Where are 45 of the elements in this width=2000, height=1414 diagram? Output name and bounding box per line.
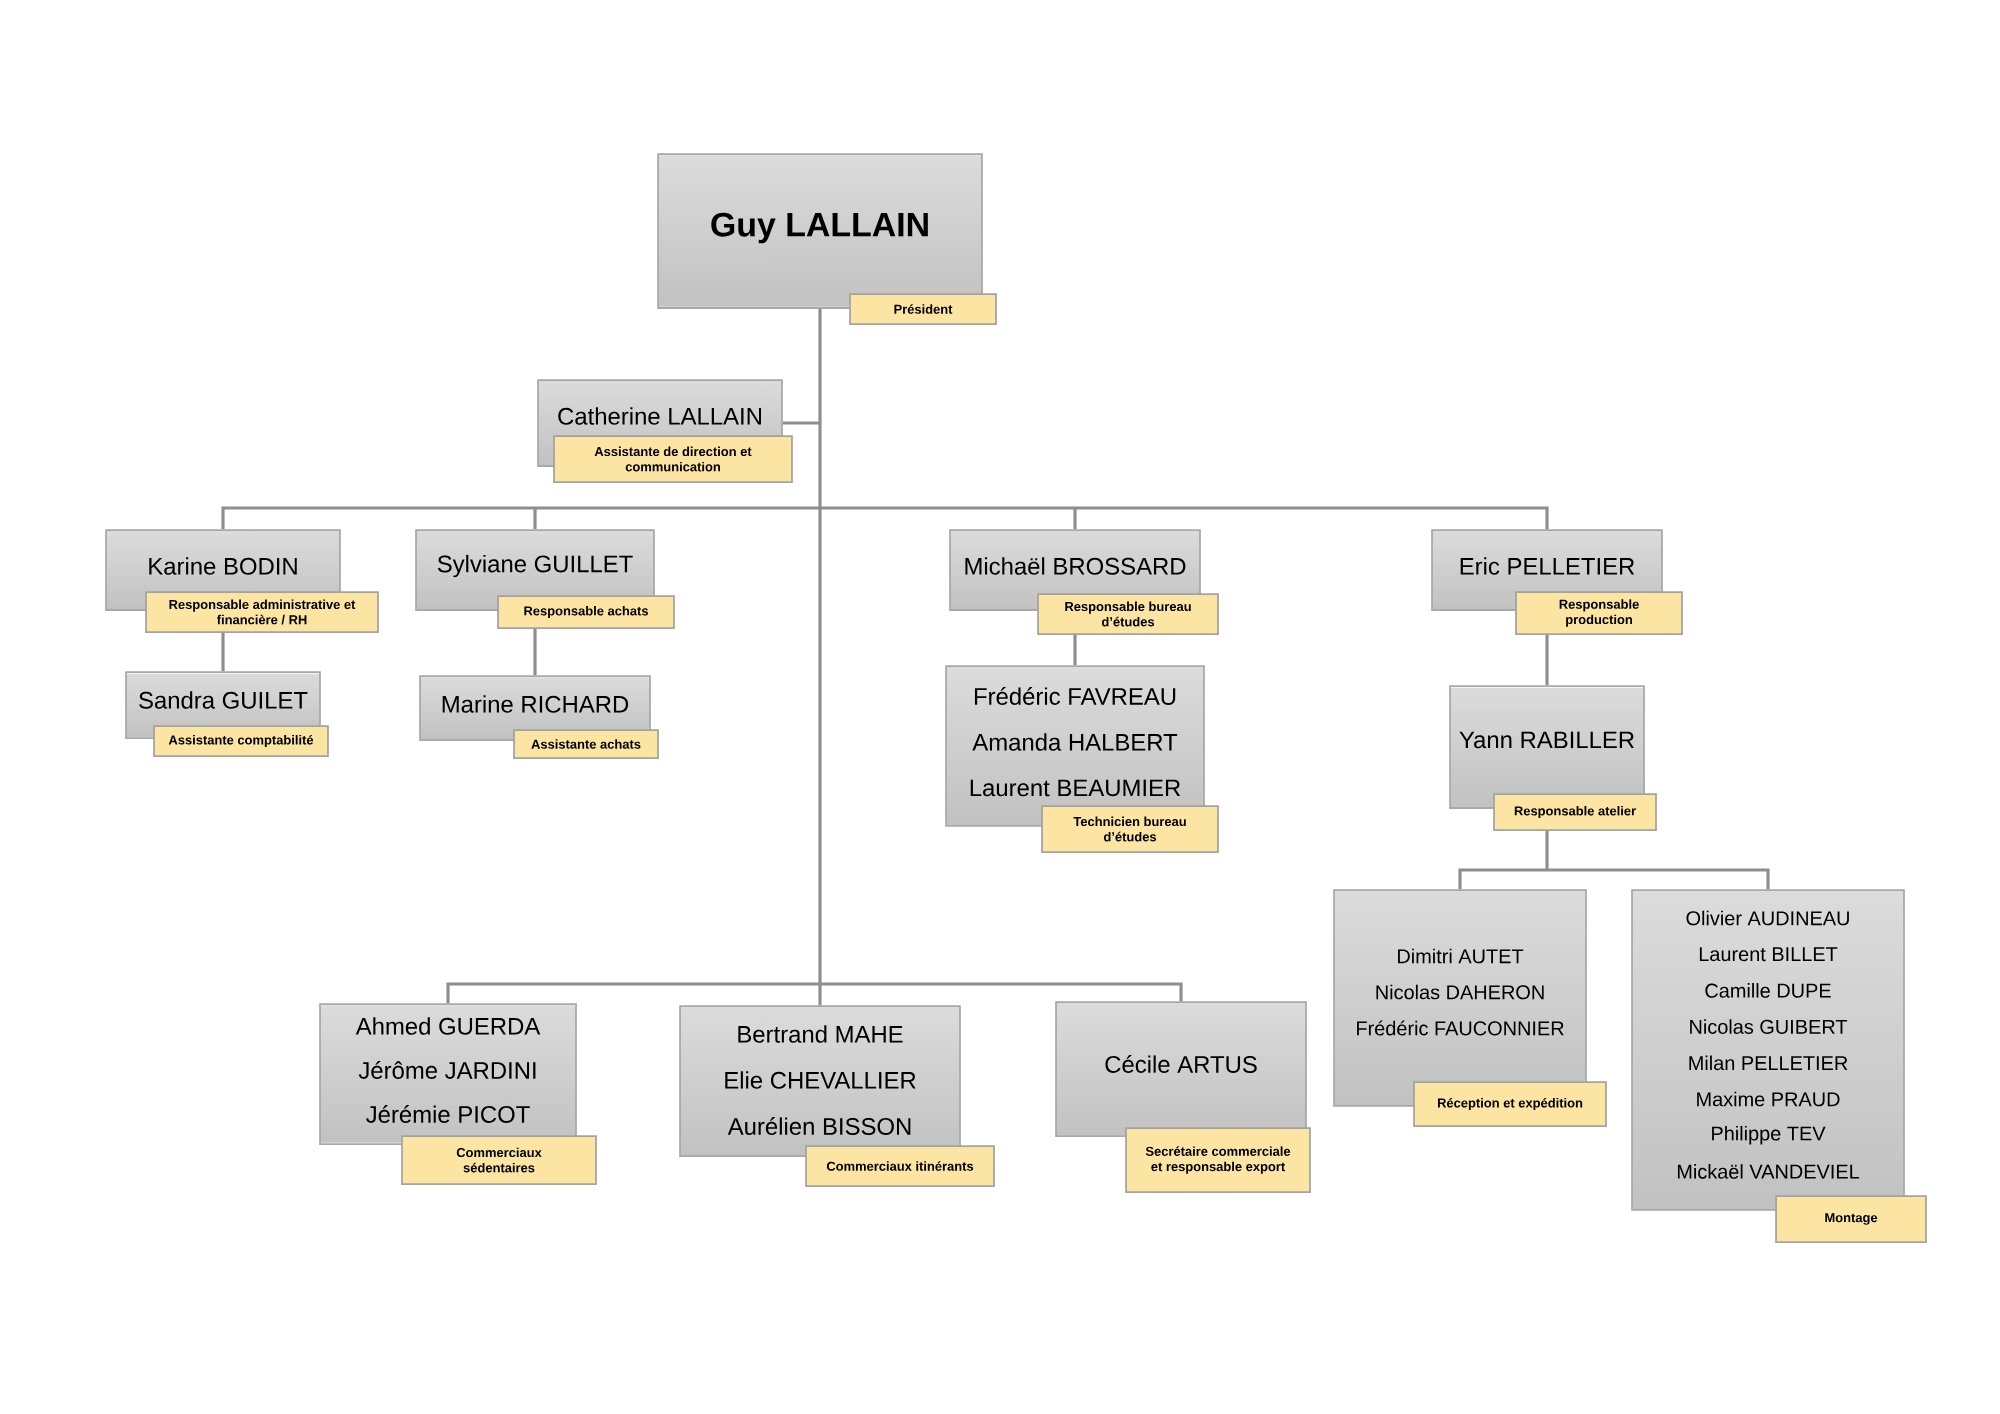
staff-name: Sandra GUILET [139, 691, 308, 709]
connector-line [1073, 634, 1077, 666]
connector-line [1073, 508, 1077, 530]
staff-name: Eric PELLETIER [1460, 557, 1635, 575]
staff-name: Sylviane GUILLET [437, 554, 633, 578]
staff-name: Karine BODIN [149, 557, 297, 575]
staff-name: Amanda HALBERT [972, 733, 1178, 751]
connector-line [221, 632, 225, 672]
staff-name: Marine RICHARD [442, 695, 629, 713]
connector-line [533, 628, 537, 676]
staff-name: Michaël BROSSARD [965, 557, 1186, 575]
staff-name: Aurélien BISSON [727, 1117, 911, 1135]
staff-name: Elie CHEVALLIER [725, 1071, 916, 1089]
staff-name: Frédéric FAUCONNIER [1357, 1020, 1564, 1036]
connector-line [820, 506, 1549, 530]
connector-line [221, 506, 820, 530]
staff-name: Cécile ARTUS [1105, 1055, 1257, 1073]
staff-name: Catherine LALLAIN [558, 407, 761, 425]
staff-name: Camille DUPE [1705, 983, 1831, 998]
staff-name: Dimitri AUTET [1398, 948, 1524, 964]
staff-name: Jérémie PICOT [366, 1105, 530, 1123]
connector-line [782, 421, 820, 425]
staff-name: Philippe TEV [1712, 1125, 1826, 1145]
connector-line [1545, 634, 1549, 686]
staff-name: Laurent BILLET [1699, 947, 1838, 962]
connector-line [533, 508, 537, 530]
staff-name: Frédéric FAVREAU [975, 687, 1176, 705]
staff-name: Olivier AUDINEAU [1686, 910, 1849, 926]
connector-line [820, 982, 1183, 1002]
staff-name: Nicolas GUIBERT [1690, 1019, 1848, 1034]
staff-name: Ahmed GUERDA [355, 1017, 541, 1035]
staff-name: Maxime PRAUD [1697, 1091, 1840, 1107]
connector-line [818, 308, 822, 1006]
staff-name: Mickaël VANDEVIEL [1677, 1164, 1860, 1179]
staff-name: Guy LALLAIN [711, 212, 928, 244]
staff-name: Nicolas DAHERON [1376, 984, 1544, 1000]
staff-name: Laurent BEAUMIER [970, 779, 1181, 797]
staff-name: Bertrand MAHE [738, 1025, 903, 1043]
staff-name: Yann RABILLER [1459, 731, 1634, 749]
staff-name: Milan PELLETIER [1689, 1055, 1848, 1071]
staff-name: Jérôme JARDINI [358, 1061, 536, 1079]
connector-line [1545, 830, 1549, 870]
connector-line [446, 982, 820, 1004]
connector-line [1547, 868, 1770, 890]
connector-line [1458, 868, 1547, 890]
